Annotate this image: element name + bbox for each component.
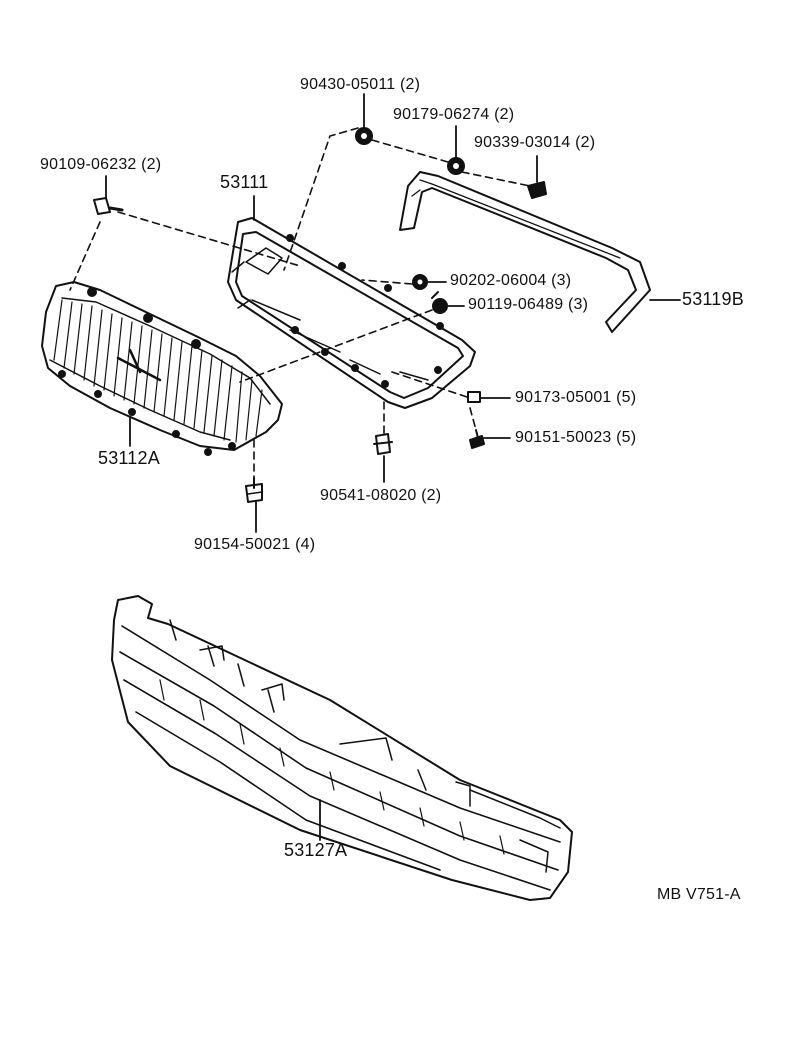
label-53111: 53111 [220,172,269,192]
dashed-reference-lines [69,127,531,481]
part-53112a-grille [41,281,283,456]
hardware-90119-screw [431,291,448,314]
label-90119-06489: 90119-06489 (3) [468,296,589,313]
hardware-90151-screw [469,429,485,449]
figure-code: MB V751-A [657,886,741,903]
hardware-90339-clip [527,181,547,199]
leader-lines [105,93,681,841]
hardware-90430-nut [355,127,373,145]
label-90179-06274: 90179-06274 (2) [393,106,515,123]
part-53127a-lower-grille [111,595,573,901]
hardware-90109-screw [93,197,124,215]
label-90541-08020: 90541-08020 (2) [320,487,442,504]
hardware-90173-clip [467,391,481,403]
label-90173-05001: 90173-05001 (5) [515,389,637,406]
label-90430-05011: 90430-05011 (2) [300,76,421,93]
part-53111-frame [227,217,476,409]
label-53119b: 53119B [682,289,744,309]
label-90151-50023: 90151-50023 (5) [515,429,637,446]
part-53119b-molding [399,171,651,333]
hardware-90154-screw [245,477,263,503]
label-90339-03014: 90339-03014 (2) [474,134,596,151]
hardware-90541-clip [373,433,393,455]
label-90154-50021: 90154-50021 (4) [194,536,316,553]
label-90109-06232: 90109-06232 (2) [40,156,162,173]
label-53112a: 53112A [98,448,160,468]
label-53127a: 53127A [284,840,348,860]
label-90202-06004: 90202-06004 (3) [450,272,572,289]
hardware-90202-nut [412,274,428,290]
